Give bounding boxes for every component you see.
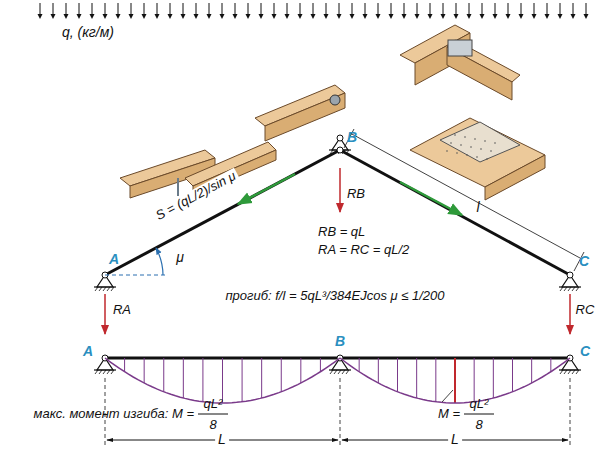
reaction-formula: RA = RC = qL/2 [318, 243, 409, 257]
fraction-numerator: qL² [470, 397, 489, 411]
angle-label: μ [176, 250, 184, 265]
deflection-formula: прогиб: f/l = 5qL³/384EJcos μ ≤ 1/200 [225, 289, 444, 303]
dimension-label: L [215, 432, 229, 447]
dimension-label: L [448, 432, 462, 447]
fraction-denominator: 8 [209, 418, 216, 432]
reaction-formula: RB = qL [318, 225, 365, 239]
load-label: q, (кг/м) [62, 25, 114, 40]
fraction-denominator: 8 [475, 418, 482, 432]
point-label: A [109, 252, 119, 267]
point-label: B [347, 130, 357, 145]
rafter-frame [94, 129, 584, 334]
reaction-label: RC [576, 303, 595, 317]
fraction-numerator: qL² [204, 397, 223, 411]
timber-parts [120, 25, 545, 200]
point-label: C [580, 344, 590, 359]
point-label: A [83, 344, 93, 359]
load-arrows [38, 3, 589, 19]
length-label: l [476, 200, 479, 215]
point-label: C [579, 254, 589, 269]
beam-scheme [94, 355, 581, 448]
point-label: B [335, 334, 345, 349]
reaction-label: RA [113, 303, 131, 317]
moment-label: M = [438, 407, 460, 421]
reaction-label: RB [347, 187, 365, 201]
moment-label: макс. момент изгиба: M = [34, 407, 194, 421]
